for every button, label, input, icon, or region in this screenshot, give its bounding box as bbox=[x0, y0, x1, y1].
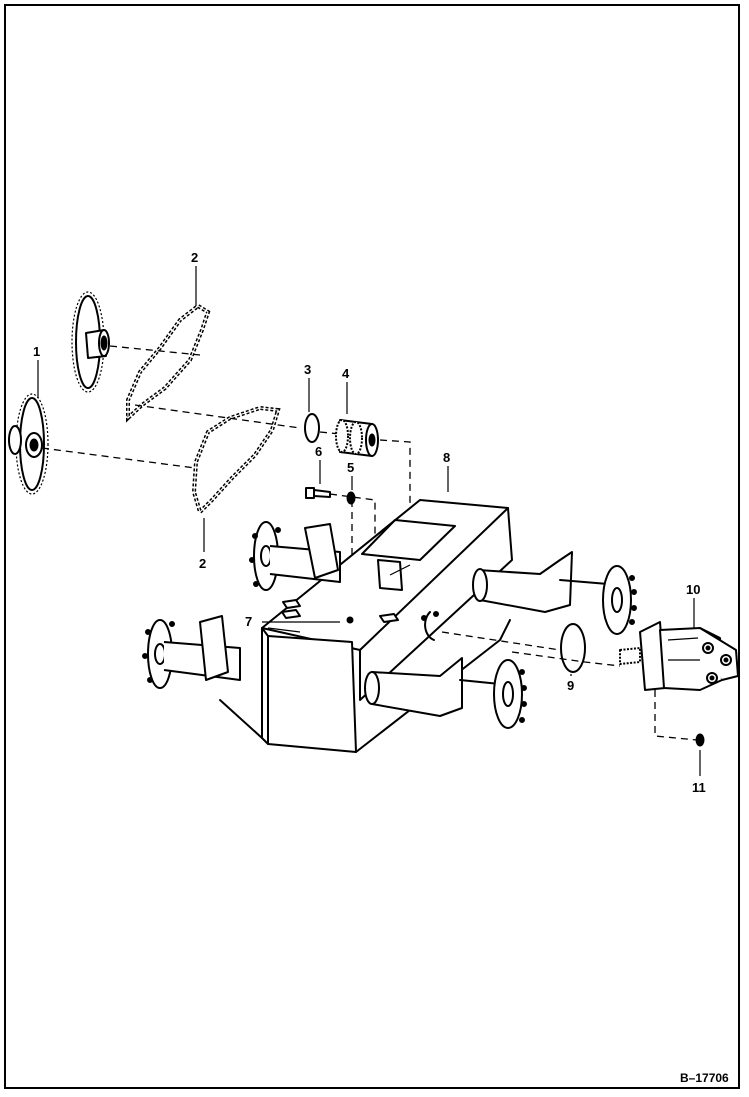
callout-2-upper: 2 bbox=[191, 250, 198, 265]
callout-10: 10 bbox=[686, 582, 700, 597]
axle-rear-left bbox=[249, 521, 341, 591]
callout-8: 8 bbox=[443, 450, 450, 465]
retaining-clip bbox=[421, 611, 439, 641]
callouts: 1 2 2 3 4 5 6 7 8 9 10 11 bbox=[33, 250, 706, 795]
motor-nut bbox=[695, 733, 705, 747]
leader-lines bbox=[37, 266, 701, 776]
callout-6: 6 bbox=[315, 444, 322, 459]
drive-chain-upper bbox=[126, 303, 211, 423]
o-ring bbox=[560, 623, 586, 673]
nut bbox=[346, 491, 356, 505]
callout-2-lower: 2 bbox=[199, 556, 206, 571]
callout-4: 4 bbox=[342, 366, 350, 381]
figure-number: B–17706 bbox=[680, 1071, 729, 1085]
page-border bbox=[4, 4, 740, 1089]
callout-7: 7 bbox=[245, 614, 252, 629]
callout-5: 5 bbox=[347, 460, 354, 475]
callout-11: 11 bbox=[692, 780, 706, 795]
axle-front-right bbox=[364, 657, 527, 729]
double-sprocket bbox=[335, 419, 379, 457]
callout-1: 1 bbox=[33, 344, 40, 359]
hydraulic-motor bbox=[619, 621, 739, 691]
sprocket-upper bbox=[71, 291, 110, 393]
axle-front-left bbox=[142, 615, 241, 689]
drive-chain-lower bbox=[191, 405, 281, 516]
axle-frame bbox=[219, 499, 513, 753]
bolt bbox=[305, 487, 331, 499]
sprocket-lower bbox=[8, 393, 49, 495]
axle-rear-right bbox=[472, 551, 637, 635]
callout-9: 9 bbox=[567, 678, 574, 693]
snap-ring bbox=[304, 413, 320, 443]
callout-3: 3 bbox=[304, 362, 311, 377]
